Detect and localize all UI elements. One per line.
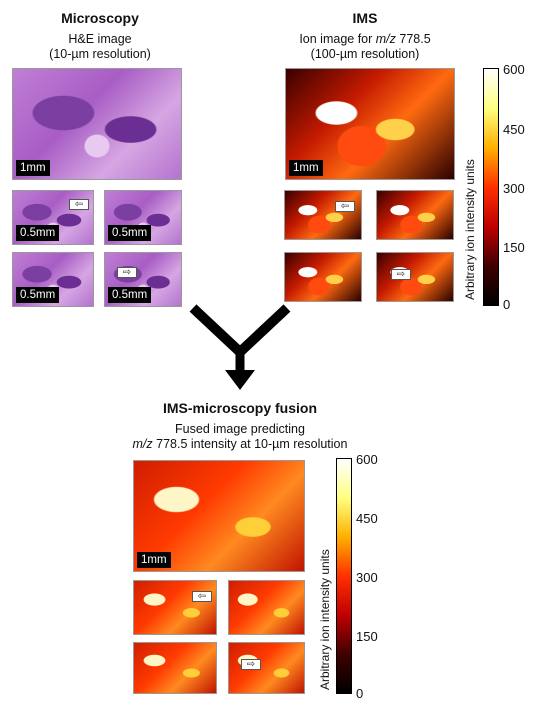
- ims-zoom-1-arrow-icon: ⇦: [335, 201, 355, 212]
- he-zoom-4-scale: 0.5mm: [108, 287, 152, 303]
- fusion-main-image: 1mm: [133, 460, 305, 572]
- he-main-scale: 1mm: [16, 160, 50, 176]
- microscopy-subtitle: H&E image (10-µm resolution): [10, 32, 190, 62]
- ims-subtitle-suffix: 778.5: [395, 32, 431, 46]
- fusion-main-scale: 1mm: [137, 552, 171, 568]
- fusion-colorbar: [336, 458, 352, 694]
- fusion-zoom-1-arrow-icon: ⇦: [192, 591, 212, 602]
- he-zoom-1: ⇦ 0.5mm: [12, 190, 94, 245]
- he-zoom-4: ⇨ 0.5mm: [104, 252, 182, 307]
- he-zoom-3-scale: 0.5mm: [16, 287, 60, 303]
- fusion-title: IMS-microscopy fusion: [162, 400, 318, 416]
- ims-zoom-4: ⇨: [376, 252, 454, 302]
- fusion-subtitle-mz: m/z: [132, 437, 153, 451]
- merge-arrow-icon: [189, 304, 291, 390]
- fusion-zoom-2: [228, 580, 305, 635]
- ims-colorbar: [483, 68, 499, 306]
- fusion-colorbar-tick-600: 600: [356, 452, 378, 467]
- ims-subtitle-mz: m/z: [375, 32, 396, 46]
- ims-colorbar-tick-150: 150: [503, 240, 525, 255]
- he-zoom-4-arrow-icon: ⇨: [117, 267, 137, 278]
- fusion-zoom-4: ⇨: [228, 642, 305, 694]
- ims-title: IMS: [352, 10, 378, 26]
- ims-subtitle-line2: (100-µm resolution): [310, 47, 420, 61]
- fusion-colorbar-tick-300: 300: [356, 570, 378, 585]
- fusion-subtitle-line1: Fused image predicting: [175, 422, 305, 436]
- ims-zoom-1: ⇦: [284, 190, 362, 240]
- microscopy-subtitle-line2: (10-µm resolution): [49, 47, 151, 61]
- fusion-zoom-3: [133, 642, 217, 694]
- fusion-colorbar-tick-450: 450: [356, 511, 378, 526]
- ims-colorbar-tick-300: 300: [503, 181, 525, 196]
- fusion-colorbar-tick-150: 150: [356, 629, 378, 644]
- he-zoom-1-scale: 0.5mm: [16, 225, 60, 241]
- ims-colorbar-label: Arbitrary ion intensity units: [463, 159, 477, 300]
- fusion-colorbar-label: Arbitrary ion intensity units: [318, 549, 332, 690]
- microscopy-subtitle-line1: H&E image: [68, 32, 132, 46]
- ims-subtitle-prefix: Ion image for: [299, 32, 376, 46]
- he-zoom-2-scale: 0.5mm: [108, 225, 152, 241]
- ims-zoom-4-arrow-icon: ⇨: [391, 269, 411, 280]
- ims-subtitle-line1: Ion image for m/z 778.5: [270, 32, 460, 47]
- fusion-subtitle-suffix: 778.5 intensity at 10-µm resolution: [152, 437, 348, 451]
- ims-colorbar-tick-600: 600: [503, 62, 525, 77]
- fusion-subtitle: Fused image predicting m/z 778.5 intensi…: [70, 422, 410, 452]
- fusion-zoom-1: ⇦: [133, 580, 217, 635]
- fusion-zoom-4-arrow-icon: ⇨: [241, 659, 261, 670]
- ims-main-image: 1mm: [285, 68, 455, 180]
- he-zoom-3: 0.5mm: [12, 252, 94, 307]
- ims-zoom-3: [284, 252, 362, 302]
- ims-zoom-2: [376, 190, 454, 240]
- ims-main-scale: 1mm: [289, 160, 323, 176]
- ims-colorbar-tick-450: 450: [503, 122, 525, 137]
- ims-subtitle: Ion image for m/z 778.5 (100-µm resoluti…: [270, 32, 460, 62]
- he-zoom-2: 0.5mm: [104, 190, 182, 245]
- ims-colorbar-tick-0: 0: [503, 297, 511, 312]
- he-main-image: 1mm: [12, 68, 182, 180]
- microscopy-title: Microscopy: [61, 10, 139, 26]
- he-zoom-1-arrow-icon: ⇦: [69, 199, 89, 210]
- fusion-subtitle-line2: m/z 778.5 intensity at 10-µm resolution: [70, 437, 410, 452]
- fusion-colorbar-tick-0: 0: [356, 686, 364, 701]
